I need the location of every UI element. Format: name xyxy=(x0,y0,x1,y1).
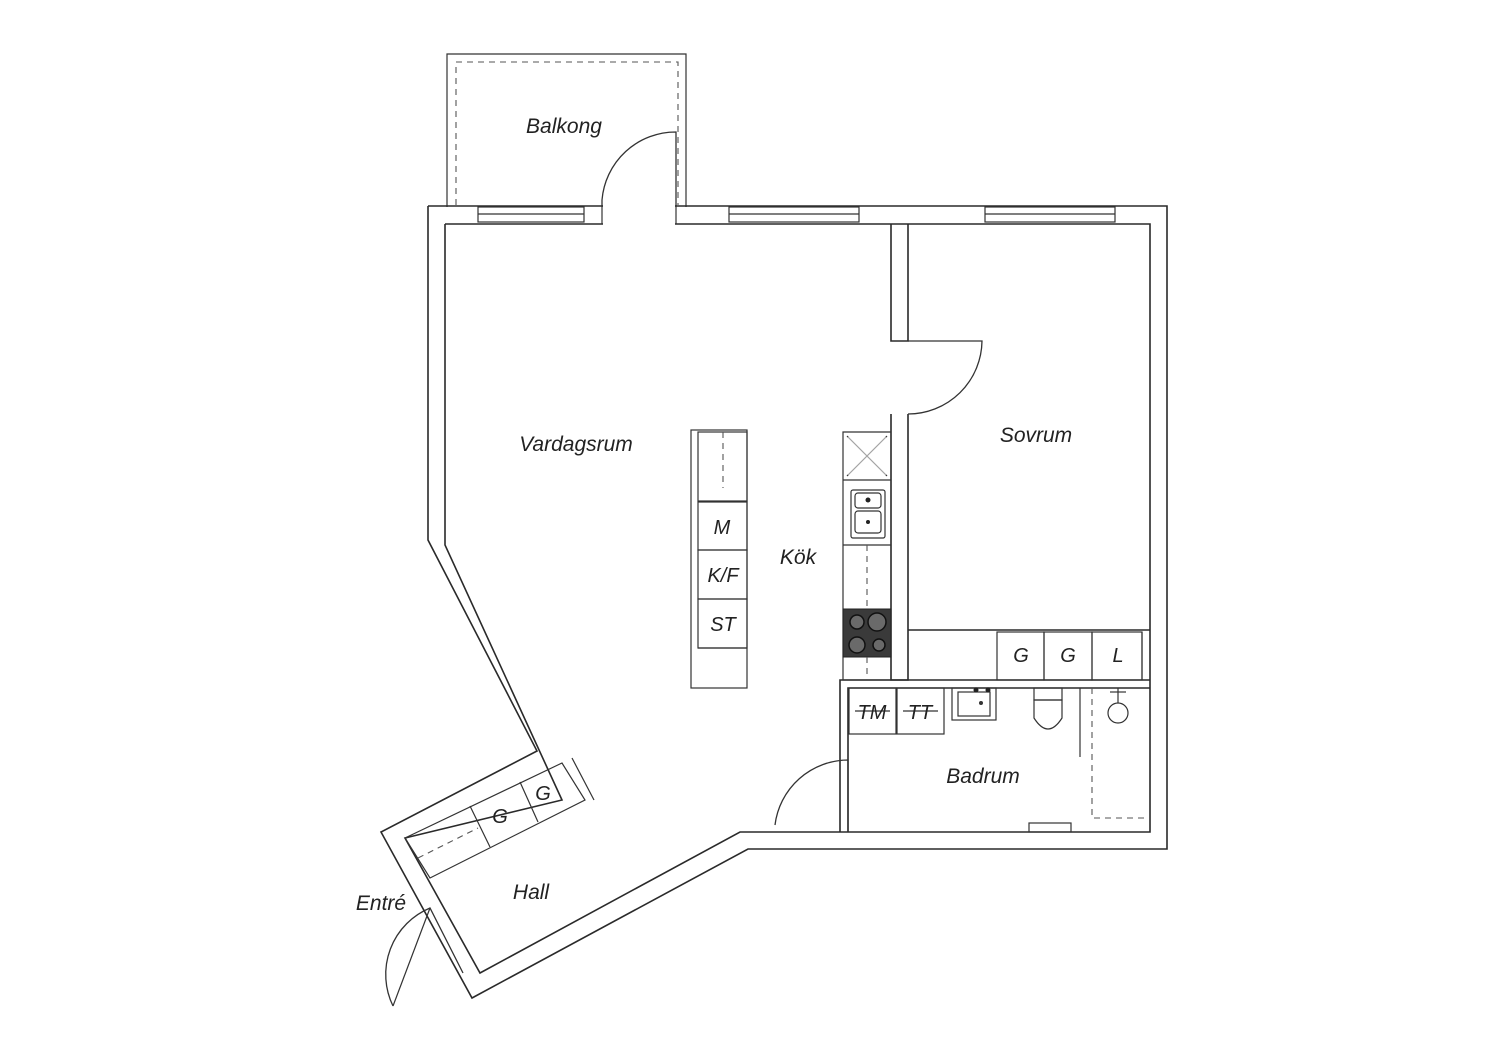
exterior-walls xyxy=(379,205,1168,1000)
bathroom xyxy=(774,679,1150,833)
label-hall: Hall xyxy=(513,881,551,904)
bathroom-sink xyxy=(951,687,997,721)
hall-wardrobes xyxy=(404,757,595,879)
windows xyxy=(477,205,1116,225)
balcony xyxy=(446,53,687,207)
shower-area xyxy=(1091,688,1148,819)
kitchen-island xyxy=(690,429,748,689)
label-island-kf: K/F xyxy=(707,565,740,587)
label-bedroom-wardrobe-1: G xyxy=(1013,645,1029,667)
label-island-m: M xyxy=(714,517,731,539)
label-sovrum: Sovrum xyxy=(1000,424,1072,447)
label-bath-tt: TT xyxy=(908,702,934,724)
label-badrum: Badrum xyxy=(946,765,1020,788)
label-balkong: Balkong xyxy=(526,115,602,138)
bathroom-door[interactable] xyxy=(774,759,849,832)
balcony-door[interactable] xyxy=(601,131,677,207)
kitchen-sink xyxy=(850,489,886,539)
label-bedroom-linen: L xyxy=(1112,645,1123,667)
label-hall-wardrobe-2: G xyxy=(535,783,551,805)
label-kok: Kök xyxy=(780,546,818,569)
bedroom-walls xyxy=(890,224,1150,681)
label-vardagsrum: Vardagsrum xyxy=(519,433,633,456)
entrance-door[interactable] xyxy=(385,907,464,1007)
bedroom-wardrobes xyxy=(996,631,1143,681)
toilet xyxy=(1033,687,1063,701)
label-bath-tm: TM xyxy=(858,702,887,724)
label-island-st: ST xyxy=(710,614,737,636)
label-hall-wardrobe-1: G xyxy=(492,806,508,828)
label-bedroom-wardrobe-2: G xyxy=(1060,645,1076,667)
label-entre: Entré xyxy=(356,892,406,915)
bedroom-door[interactable] xyxy=(907,340,983,415)
kitchen-counter xyxy=(842,431,892,681)
